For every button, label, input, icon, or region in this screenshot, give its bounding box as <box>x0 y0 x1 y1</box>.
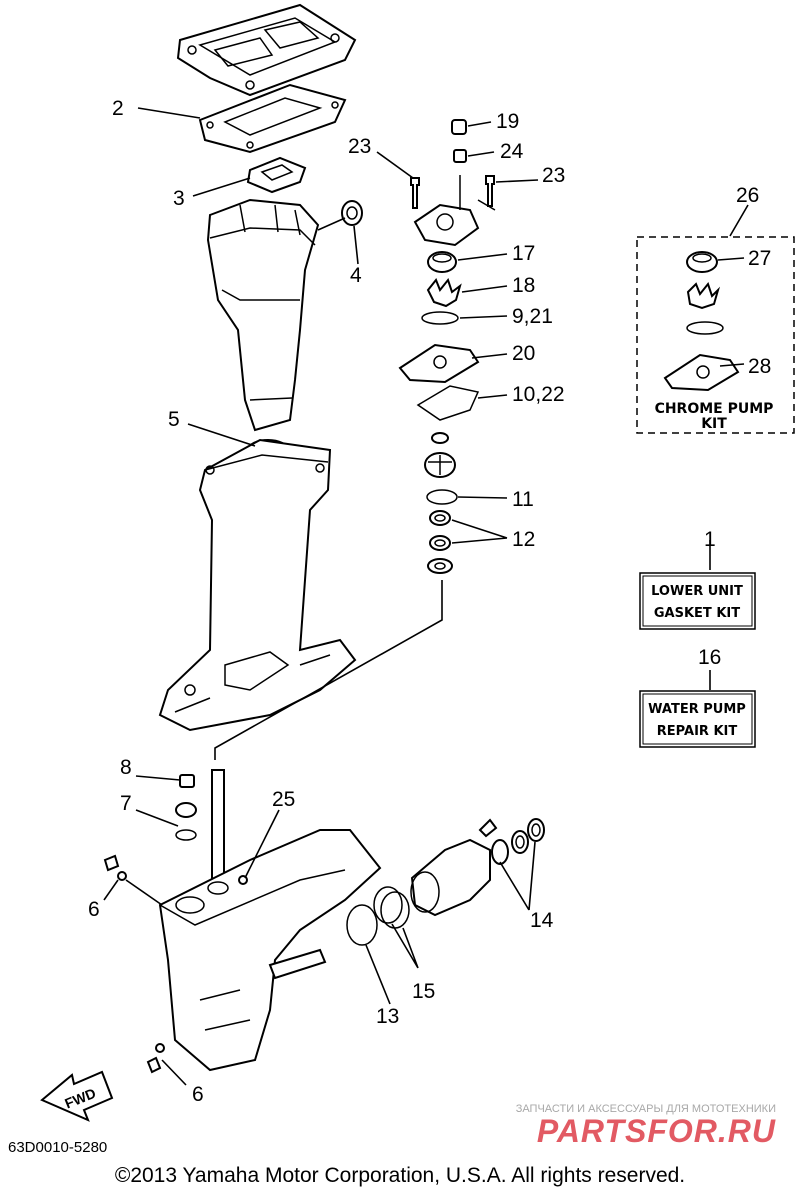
water-pump-kit-label-line1: WATER PUMP <box>648 702 746 717</box>
callout-28: 28 <box>748 355 771 378</box>
callout-6-top: 6 <box>88 898 100 921</box>
callout-11: 11 <box>512 488 534 511</box>
gasket-part-2 <box>198 83 347 154</box>
chrome-pump-kit-label-line1: CHROME PUMP <box>655 401 774 417</box>
water-pump-repair-kit-box <box>639 690 756 748</box>
plate-part-3 <box>246 156 307 194</box>
leader-lines <box>103 107 749 1086</box>
callout-3: 3 <box>173 187 185 210</box>
copyright-notice: ©2013 Yamaha Motor Corporation, U.S.A. A… <box>115 1164 685 1187</box>
callout-18: 18 <box>512 274 535 297</box>
callout-6-bottom: 6 <box>192 1083 204 1106</box>
lower-casing <box>158 438 357 732</box>
water-pump-stack <box>398 119 496 574</box>
callout-19: 19 <box>496 110 519 133</box>
water-pump-kit-label-line2: REPAIR KIT <box>657 724 738 739</box>
callout-17: 17 <box>512 242 535 265</box>
prop-shaft-housing <box>346 818 545 946</box>
callout-4: 4 <box>350 264 362 287</box>
callout-10-22: 10,22 <box>512 383 565 406</box>
diagram-code: 63D0010-5280 <box>8 1139 107 1156</box>
callout-25: 25 <box>272 788 295 811</box>
seal-part-4 <box>341 200 363 226</box>
callout-24: 24 <box>500 140 524 163</box>
upper-casing-plate <box>176 3 357 97</box>
chrome-pump-kit-label-line2: KIT <box>701 416 727 432</box>
callout-7: 7 <box>120 792 132 815</box>
callout-1: 1 <box>704 528 716 551</box>
callout-23-left: 23 <box>348 135 371 158</box>
callout-23-right: 23 <box>542 164 565 187</box>
drive-shaft-housing <box>206 198 320 432</box>
lower-unit-kit-label-line2: GASKET KIT <box>654 606 740 621</box>
callout-9-21: 9,21 <box>512 305 553 328</box>
callout-13: 13 <box>376 1005 399 1028</box>
callout-5: 5 <box>168 408 180 431</box>
callout-26: 26 <box>736 184 759 207</box>
callout-14: 14 <box>530 909 554 932</box>
callout-20: 20 <box>512 342 535 365</box>
gear-case <box>103 769 382 1074</box>
callout-12: 12 <box>512 528 535 551</box>
callout-8: 8 <box>120 756 132 779</box>
lower-unit-gasket-kit-box <box>639 572 756 630</box>
fwd-arrow-icon <box>40 1070 114 1122</box>
lower-unit-kit-label-line1: LOWER UNIT <box>651 584 743 599</box>
chrome-pump-kit-box <box>636 236 795 434</box>
watermark-tagline: ЗАПЧАСТИ И АКСЕССУАРЫ ДЛЯ МОТОТЕХНИКИ <box>516 1103 776 1115</box>
callout-27: 27 <box>748 247 771 270</box>
drive-shaft-leader <box>214 580 443 760</box>
watermark-brand: PARTSFOR.RU <box>537 1113 776 1149</box>
callout-2: 2 <box>112 97 124 120</box>
callout-15: 15 <box>412 980 435 1003</box>
callout-16: 16 <box>698 646 721 669</box>
